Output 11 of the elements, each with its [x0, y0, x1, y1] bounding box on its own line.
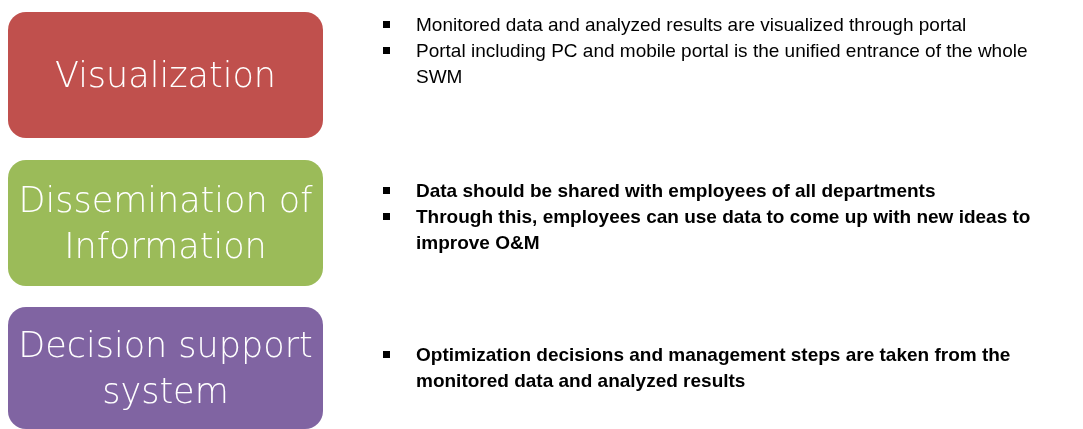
- box-title: Decision support system: [17, 324, 314, 413]
- bullet-text: Monitored data and analyzed results are visualized through portal: [416, 13, 968, 37]
- bullet-text: Portal including PC and mobile portal is the unified entrance of the whole SWM: [416, 39, 1029, 89]
- bullet-text: Optimization decisions and management steps are taken from the monitored data and analyzed results: [416, 343, 1012, 393]
- rounded-box: [8, 160, 323, 286]
- rounded-box: [8, 12, 323, 138]
- box-title: Dissemination of Information: [17, 179, 314, 268]
- rounded-box: [8, 307, 323, 429]
- bullet-text: Through this, employees can use data to come up with new ideas to improve O&M: [416, 205, 1032, 255]
- bullet-text: Data should be shared with employees of all departments: [416, 179, 937, 203]
- box-title: Visualization: [54, 54, 277, 97]
